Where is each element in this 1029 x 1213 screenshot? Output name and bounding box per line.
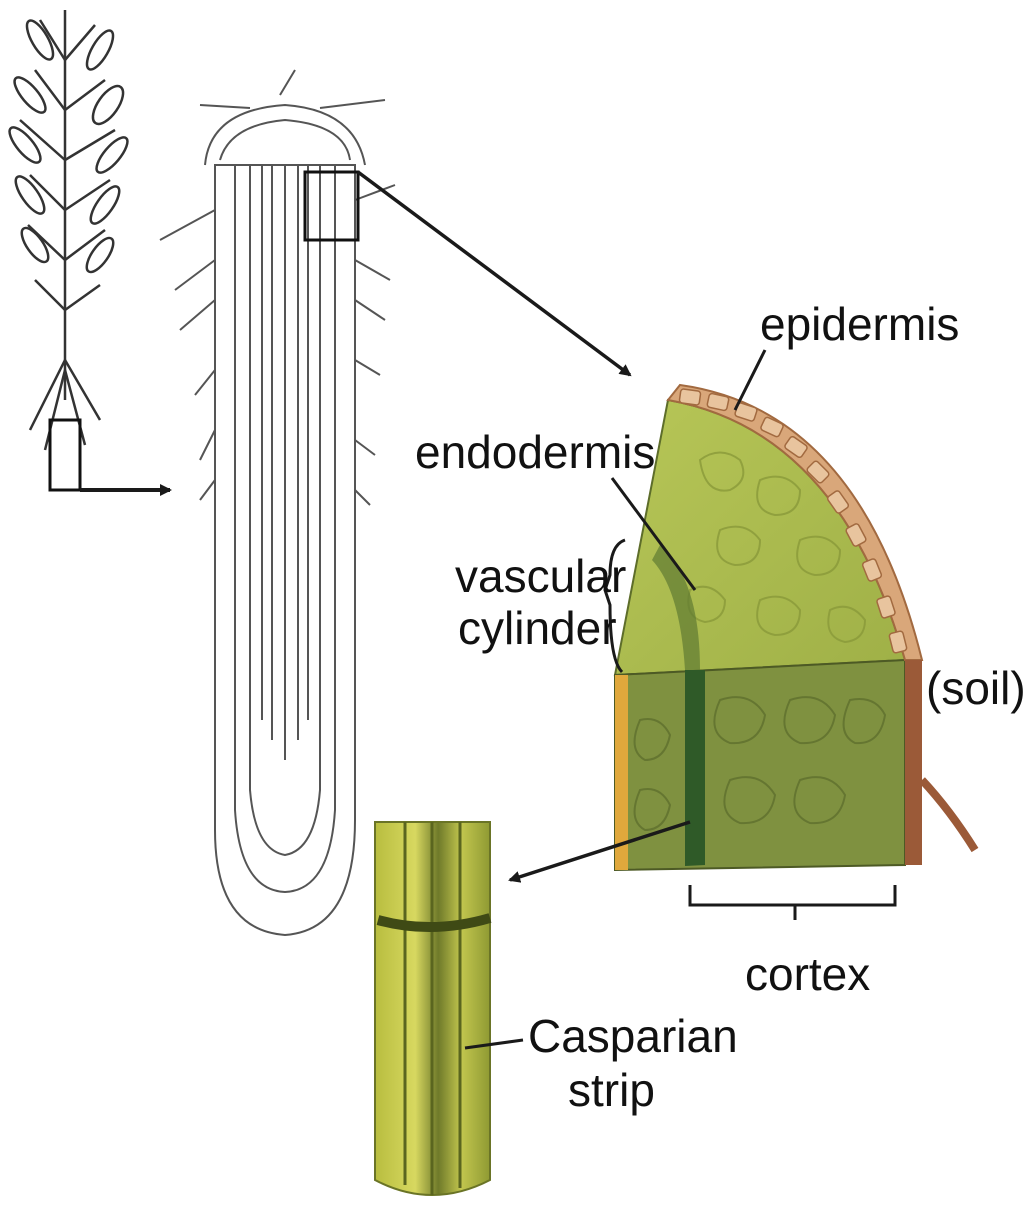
label-casparian-line2: strip <box>568 1064 655 1116</box>
label-vascular-line2: cylinder <box>458 602 617 654</box>
casparian-cell-illustration <box>375 822 490 1195</box>
label-casparian-line1: Casparian <box>528 1010 738 1062</box>
label-soil: (soil) <box>926 662 1026 714</box>
root-cross-section-wedge <box>615 385 975 870</box>
label-vascular-line1: vascular <box>455 550 626 602</box>
root-to-section-arrow <box>358 172 630 375</box>
cortex-bracket <box>690 885 895 920</box>
whole-plant-sketch <box>5 10 133 490</box>
label-epidermis: epidermis <box>760 298 959 350</box>
epidermis-leader <box>735 350 765 410</box>
label-endodermis: endodermis <box>415 426 655 478</box>
root-tip-sketch <box>160 70 395 935</box>
label-cortex: cortex <box>745 948 870 1000</box>
